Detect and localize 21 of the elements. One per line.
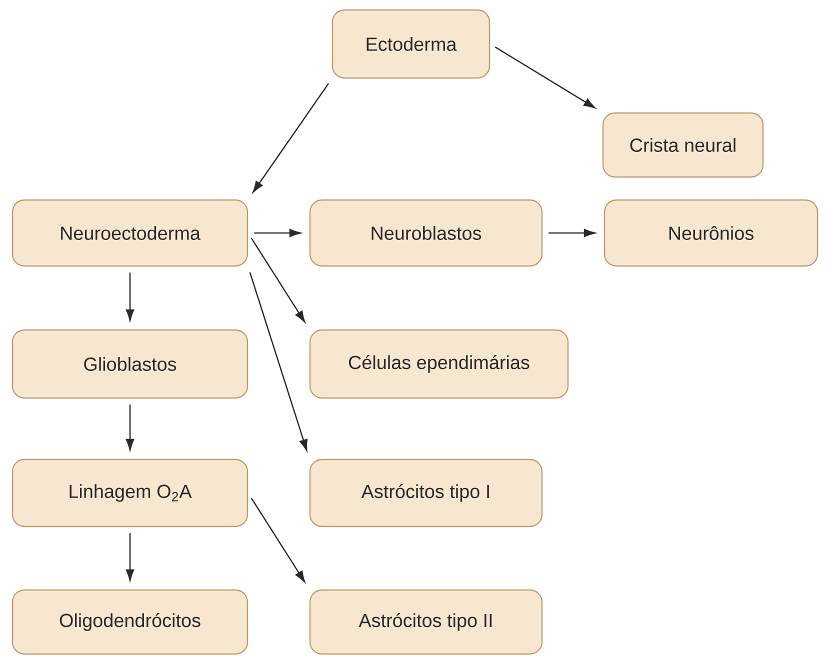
arrow — [250, 498, 306, 582]
process-box: Células ependimárias — [309, 329, 569, 399]
process-box: Neuroectoderma — [12, 199, 248, 267]
process-box: Neuroblastos — [309, 199, 543, 267]
process-box: Linhagem O$_{2}$A — [12, 458, 248, 528]
arrow — [126, 533, 134, 581]
arrow — [494, 46, 596, 108]
arrow — [254, 228, 301, 238]
arrow — [126, 404, 134, 450]
process-box: Astrócitos tipo I — [309, 458, 543, 528]
process-box: Crista neural — [602, 112, 764, 178]
process-box: Neurônios — [604, 199, 818, 267]
arrow — [250, 238, 306, 322]
process-box: Astrócitos tipo II — [309, 589, 543, 655]
arrow — [126, 272, 134, 321]
arrow — [548, 228, 596, 238]
arrow — [249, 272, 308, 451]
process-box: Ectoderma — [332, 9, 490, 79]
process-box: Glioblastos — [12, 329, 248, 399]
process-box: Oligodendrócitos — [12, 589, 248, 655]
arrow — [252, 83, 330, 193]
